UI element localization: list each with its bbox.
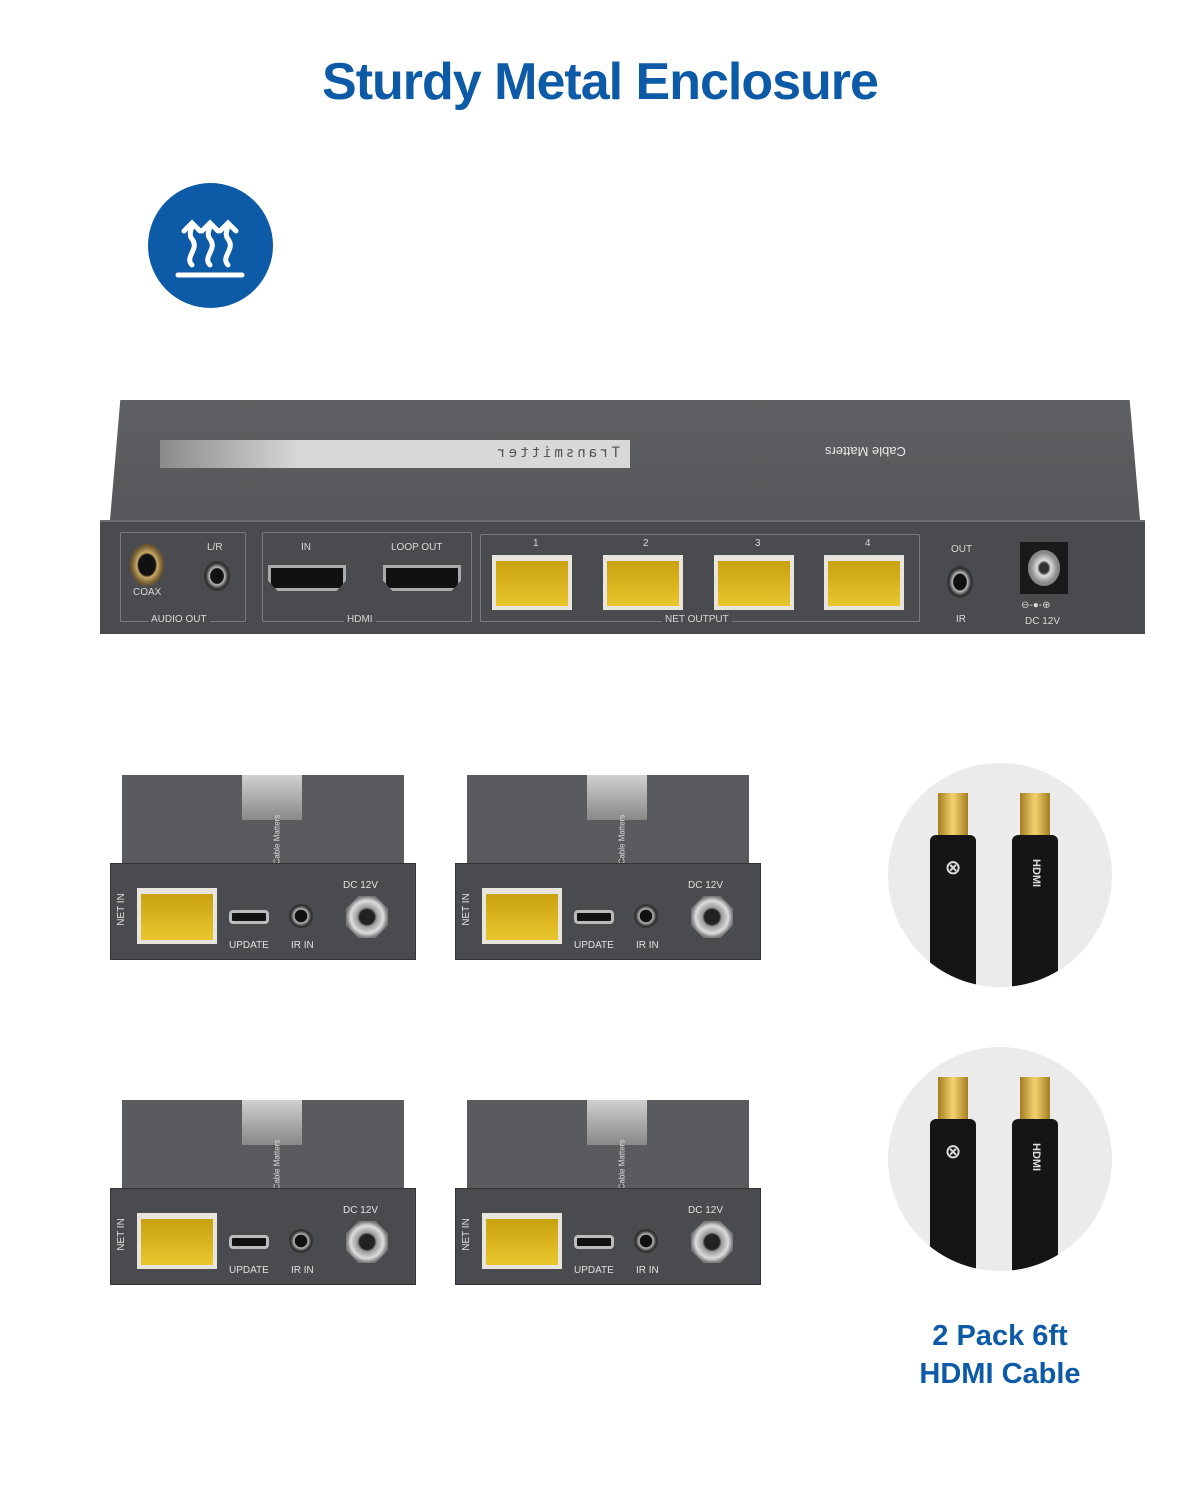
cable-caption-line1: 2 Pack 6ft [932,1320,1068,1352]
ir-label: IR [953,614,969,625]
dc-label: DC 12V [1022,616,1064,627]
ir-in-jack[interactable] [634,904,658,928]
port-number: 3 [752,538,764,549]
update-usb-port[interactable] [229,1235,269,1249]
dc-power-jack[interactable] [1020,542,1068,594]
net-output-port[interactable] [824,555,904,610]
net-in-label: NET IN [115,893,127,926]
net-in-label: NET IN [460,893,472,926]
transmitter-label: Transmitter [160,440,630,468]
ir-in-jack[interactable] [634,1229,658,1253]
plug-brand: HDMI [1030,859,1042,888]
receiver-unit: Cable Matters NET IN UPDATE IR IN DC 12V [455,775,761,960]
net-in-label: NET IN [460,1218,472,1251]
update-usb-port[interactable] [574,1235,614,1249]
page-title: Sturdy Metal Enclosure [322,53,879,111]
coax-jack[interactable] [130,544,164,586]
net-output-port[interactable] [603,555,683,610]
receiver-brand: Cable Matters [617,814,627,865]
ir-out-label: OUT [948,544,976,555]
dc-label: DC 12V [343,1205,379,1216]
lr-label: L/R [204,542,226,553]
receiver-unit: Cable Matters NET IN UPDATE IR IN DC 12V [455,1100,761,1285]
hdmi-cable-image: ⊗ HDMI [888,1047,1112,1271]
port-number: 4 [862,538,874,549]
hdmi-in-label: IN [298,542,314,553]
dc-power-jack[interactable] [691,1221,733,1263]
net-in-port[interactable] [482,1213,562,1269]
update-label: UPDATE [229,1265,269,1276]
net-output-port[interactable] [492,555,572,610]
net-in-port[interactable] [137,888,217,944]
update-usb-port[interactable] [229,910,269,924]
dc-power-jack[interactable] [691,896,733,938]
dc-power-jack[interactable] [346,896,388,938]
dc-label: DC 12V [343,880,379,891]
net-in-port[interactable] [482,888,562,944]
receiver-brand: Cable Matters [272,814,282,865]
net-in-port[interactable] [137,1213,217,1269]
cable-logo-icon: ⊗ [944,1139,962,1163]
update-label: UPDATE [574,940,614,951]
ir-in-jack[interactable] [289,1229,313,1253]
plug-brand: HDMI [1030,1143,1042,1172]
transmitter-brand: Cable Matters [825,444,906,459]
lr-audio-jack[interactable] [204,561,230,591]
ir-in-label: IR IN [636,940,659,951]
update-label: UPDATE [229,940,269,951]
net-in-label: NET IN [115,1218,127,1251]
transmitter-front-panel: AUDIO OUT COAX L/R HDMI IN LOOP OUT NET … [100,520,1145,634]
port-number: 1 [530,538,542,549]
receiver-brand: Cable Matters [272,1139,282,1190]
ir-in-label: IR IN [291,1265,314,1276]
receiver-unit: Cable Matters NET IN UPDATE IR IN DC 12V [110,1100,416,1285]
receiver-brand: Cable Matters [617,1139,627,1190]
net-output-label: NET OUTPUT [662,614,732,625]
dc-power-jack[interactable] [346,1221,388,1263]
receiver-unit: Cable Matters NET IN UPDATE IR IN DC 12V [110,775,416,960]
ir-in-label: IR IN [291,940,314,951]
ir-in-jack[interactable] [289,904,313,928]
net-output-port[interactable] [714,555,794,610]
ir-in-label: IR IN [636,1265,659,1276]
hdmi-group-label: HDMI [344,614,376,625]
heat-dissipation-icon [148,183,273,308]
audio-out-label: AUDIO OUT [148,614,210,625]
coax-label: COAX [133,587,162,598]
port-number: 2 [640,538,652,549]
cable-logo-icon: ⊗ [944,855,962,879]
polarity-symbol: ⊖-●-⊕ [1018,600,1054,611]
update-usb-port[interactable] [574,910,614,924]
dc-label: DC 12V [688,1205,724,1216]
hdmi-in-port[interactable] [268,565,346,591]
hdmi-cable-image: ⊗ HDMI [888,763,1112,987]
update-label: UPDATE [574,1265,614,1276]
hdmi-loop-out-label: LOOP OUT [388,542,446,553]
ir-out-jack[interactable] [947,566,973,598]
cable-caption-line2: HDMI Cable [919,1358,1081,1390]
hdmi-loop-out-port[interactable] [383,565,461,591]
dc-label: DC 12V [688,880,724,891]
